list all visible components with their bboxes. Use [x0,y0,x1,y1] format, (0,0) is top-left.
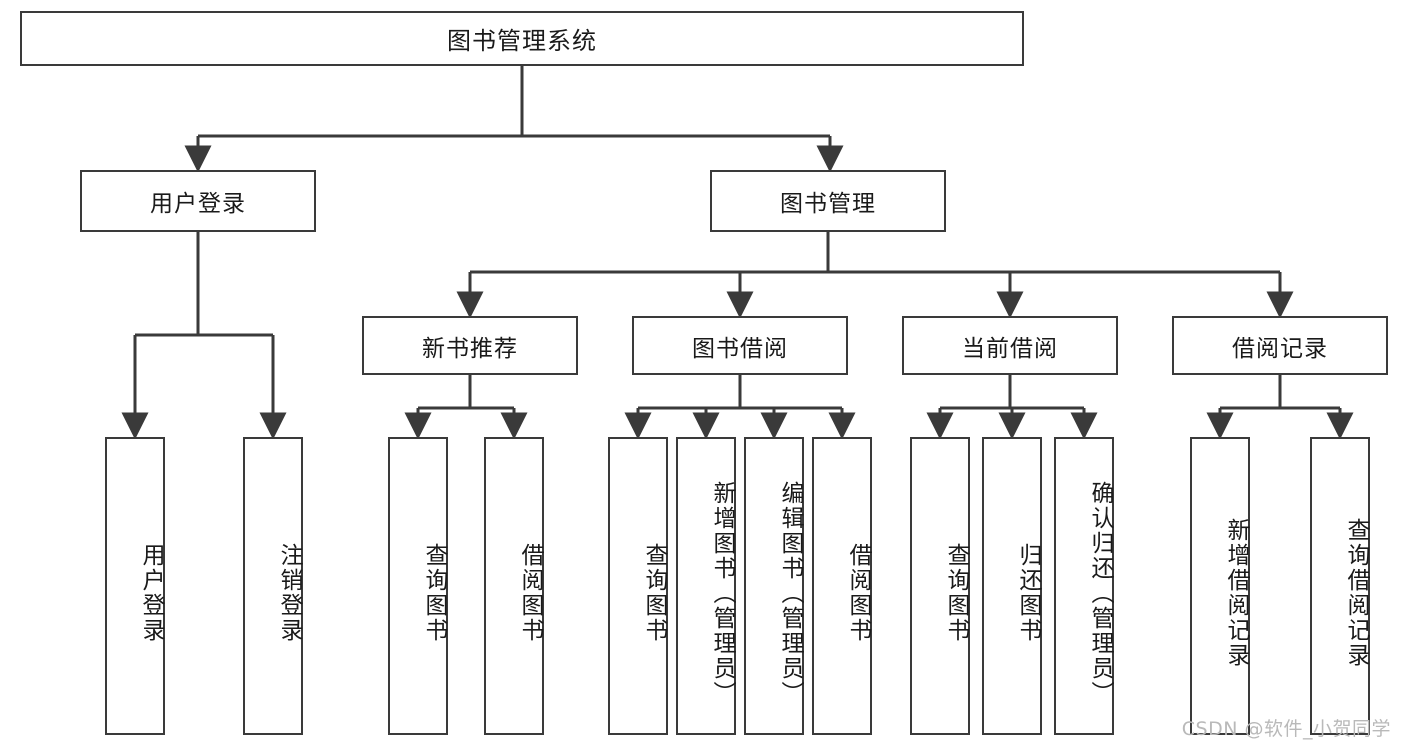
node-borrow-record-label: 借阅记录 [1232,335,1328,362]
node-user-login[interactable]: 用户登录 [80,170,316,232]
leaf-add-borrow-record[interactable]: 新增借阅记录 [1190,437,1250,735]
node-book-borrow-label: 图书借阅 [692,335,788,362]
leaf-user-login-label: 用户登录 [138,543,164,643]
leaf-borrow-book[interactable]: 借阅图书 [812,437,872,735]
node-book-management-label: 图书管理 [780,191,876,217]
leaf-query-borrow-record-label: 查询借阅记录 [1343,518,1369,668]
leaf-confirm-return-admin[interactable]: 确认归还（管理员） [1054,437,1114,735]
leaf-query-borrow-record[interactable]: 查询借阅记录 [1310,437,1370,735]
leaf-add-book-admin-label: 新增图书（管理员） [709,480,735,706]
node-current-borrow[interactable]: 当前借阅 [902,316,1118,375]
leaf-query-book-current[interactable]: 查询图书 [910,437,970,735]
csdn-watermark: CSDN @软件_小贺同学 [1181,718,1391,740]
leaf-query-book-current-label: 查询图书 [943,543,969,643]
leaf-query-book-borrow[interactable]: 查询图书 [608,437,668,735]
leaf-add-book-admin[interactable]: 新增图书（管理员） [676,437,736,735]
leaf-user-login[interactable]: 用户登录 [105,437,165,735]
node-borrow-record[interactable]: 借阅记录 [1172,316,1388,375]
leaf-query-book-borrow-label: 查询图书 [641,543,667,643]
leaf-edit-book-admin-label: 编辑图书（管理员） [777,480,803,706]
leaf-return-book[interactable]: 归还图书 [982,437,1042,735]
leaf-edit-book-admin[interactable]: 编辑图书（管理员） [744,437,804,735]
leaf-add-borrow-record-label: 新增借阅记录 [1223,518,1249,668]
leaf-logout-label: 注销登录 [276,543,302,643]
node-current-borrow-label: 当前借阅 [962,335,1058,362]
leaf-borrow-book-recommend-label: 借阅图书 [517,543,543,643]
leaf-borrow-book-recommend[interactable]: 借阅图书 [484,437,544,735]
leaf-return-book-label: 归还图书 [1015,543,1041,643]
leaf-query-book-recommend-label: 查询图书 [421,543,447,643]
leaf-confirm-return-admin-label: 确认归还（管理员） [1087,480,1113,706]
node-root-label: 图书管理系统 [447,27,597,55]
leaf-logout[interactable]: 注销登录 [243,437,303,735]
leaf-borrow-book-label: 借阅图书 [845,543,871,643]
node-root[interactable]: 图书管理系统 [20,11,1024,66]
node-book-borrow[interactable]: 图书借阅 [632,316,848,375]
node-book-management[interactable]: 图书管理 [710,170,946,232]
leaf-query-book-recommend[interactable]: 查询图书 [388,437,448,735]
node-new-book-recommend-label: 新书推荐 [422,335,518,362]
node-user-login-label: 用户登录 [150,191,246,217]
node-new-book-recommend[interactable]: 新书推荐 [362,316,578,375]
